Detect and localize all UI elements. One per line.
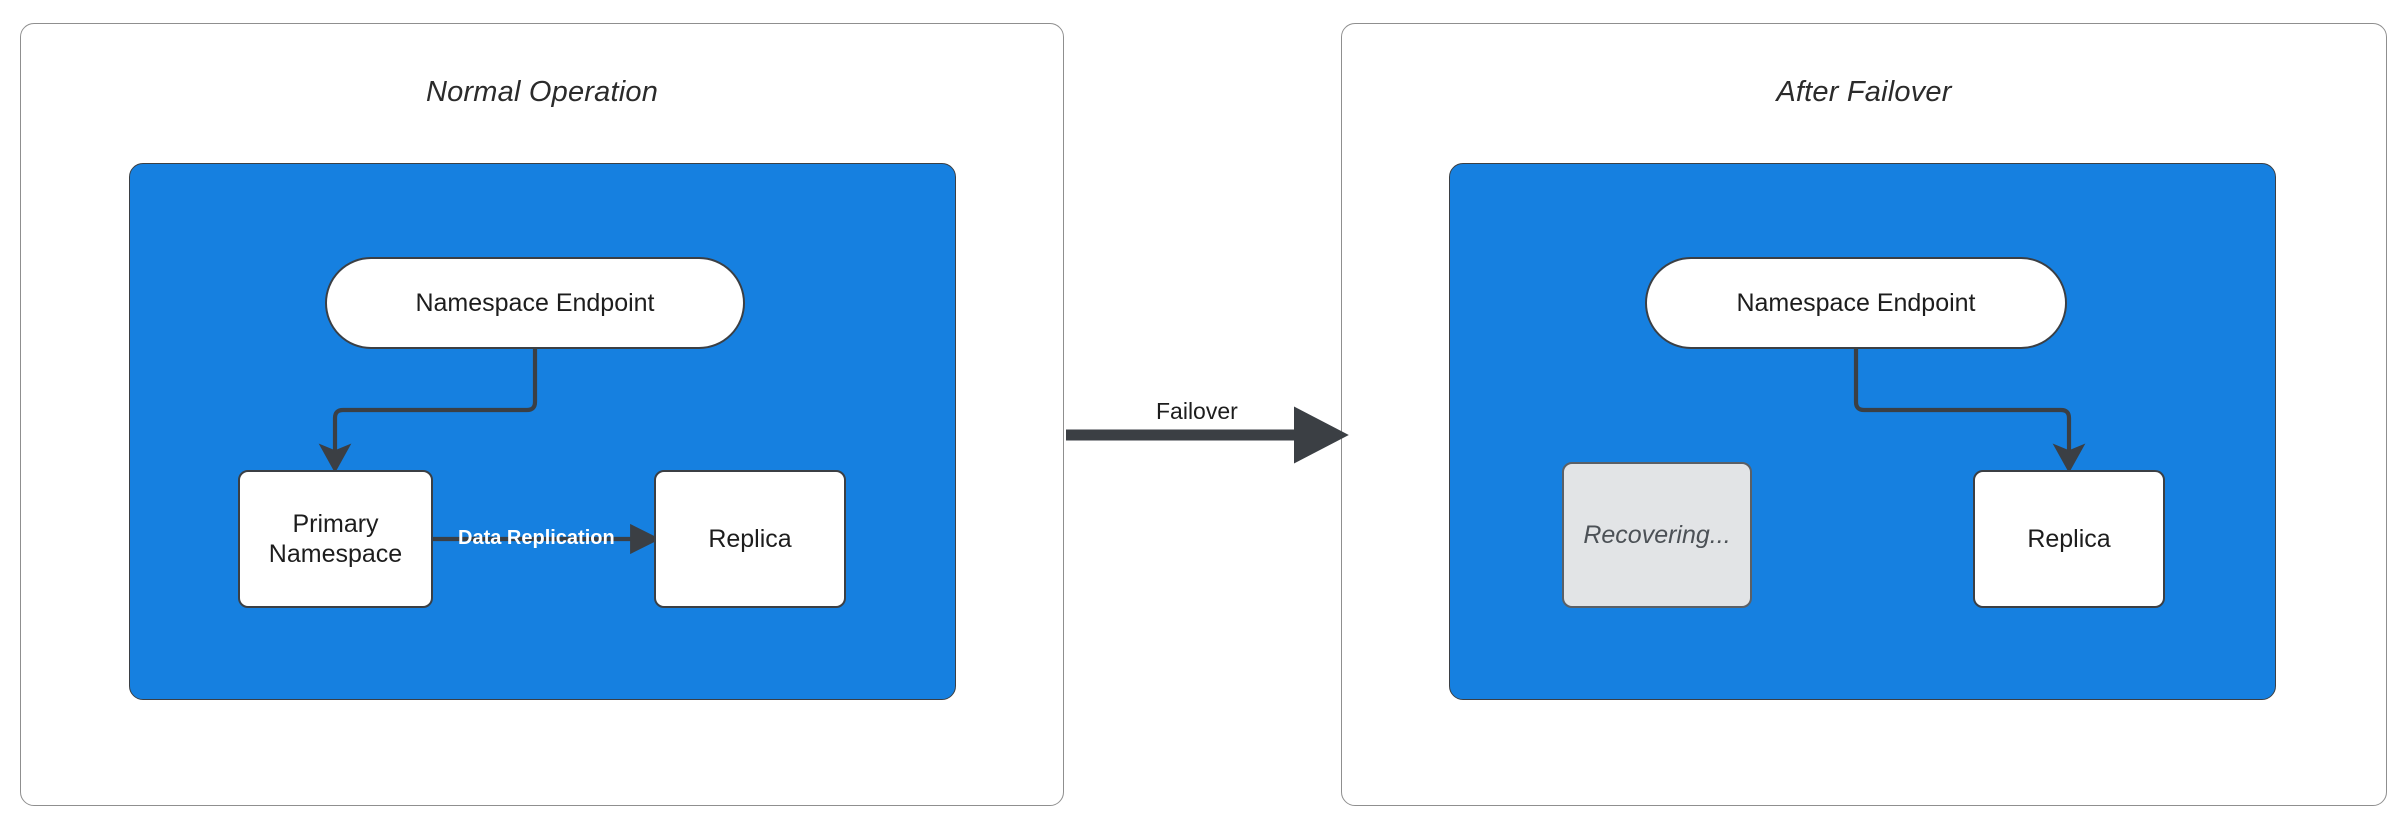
blue-region-after-failover (1449, 163, 2276, 700)
panel-title-normal-operation: Normal Operation (425, 76, 659, 108)
blue-region-normal-operation (129, 163, 956, 700)
node-label: Recovering... (1583, 520, 1731, 549)
node-replica-normal[interactable]: Replica (654, 470, 846, 608)
node-label: Primary Namespace (268, 509, 403, 569)
node-label: Replica (2027, 524, 2111, 553)
node-namespace-endpoint-normal[interactable]: Namespace Endpoint (325, 257, 745, 349)
edge-label-data-replication: Data Replication (458, 527, 615, 549)
node-label: Namespace Endpoint (1736, 288, 1976, 317)
node-namespace-endpoint-failover[interactable]: Namespace Endpoint (1645, 257, 2067, 349)
node-label: Namespace Endpoint (415, 288, 655, 317)
node-replica-failover[interactable]: Replica (1973, 470, 2165, 608)
panel-title-after-failover: After Failover (1776, 76, 1952, 108)
node-recovering[interactable]: Recovering... (1562, 462, 1752, 608)
node-label: Replica (708, 524, 792, 553)
node-primary-namespace[interactable]: Primary Namespace (238, 470, 433, 608)
failover-transition-label: Failover (1156, 398, 1238, 424)
